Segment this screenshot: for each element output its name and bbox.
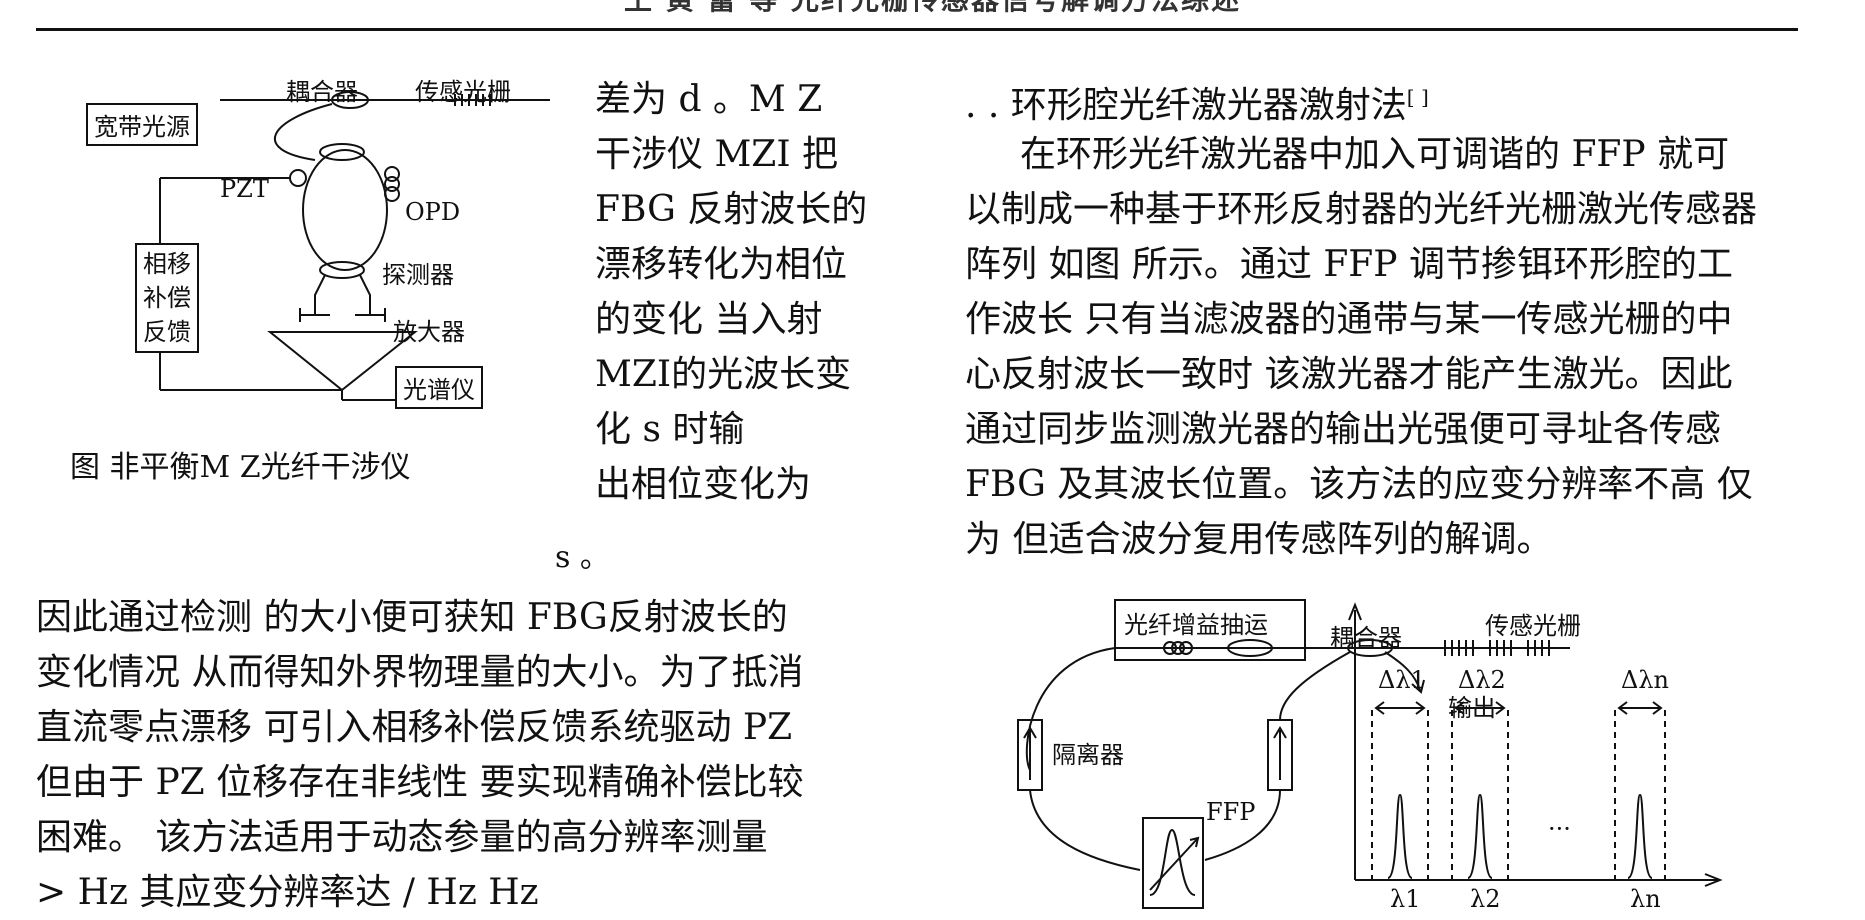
- formula-line: s 。: [555, 540, 610, 575]
- right-line-2: 以制成一种基于环形反射器的光纤光栅激光传感器: [965, 189, 1758, 230]
- body-line-4: 但由于 PZ 位移存在非线性 要实现精确补偿比较: [36, 762, 804, 803]
- right-line-6: 通过同步监测激光器的输出光强便可寻址各传感: [965, 409, 1722, 450]
- gain-fiber-label: 光纤增益抽运: [1124, 611, 1268, 639]
- broadband-source-box: 宽带光源: [86, 103, 198, 146]
- body-line-2: 变化情况 从而得知外界物理量的大小。为了抵消: [36, 652, 804, 693]
- phase-comp-line-3: 反馈: [143, 318, 191, 346]
- wrap-line-1: 差为 d 。M Z: [595, 79, 823, 120]
- body-line-3: 直流零点漂移 可引入相移补偿反馈系统驱动 PZ: [36, 707, 793, 748]
- phase-comp-line-1: 相移: [143, 250, 191, 278]
- phase-comp-line-2: 补偿: [143, 284, 191, 312]
- phase-compensation-box: 相移 补偿 反馈: [135, 243, 199, 353]
- ffp-label: FFP: [1206, 798, 1256, 826]
- right-line-1: 在环形光纤激光器中加入可调谐的 FFP 就可: [1020, 134, 1730, 175]
- figure-2-diagram: [1017, 599, 1723, 909]
- isolator-label: 隔离器: [1052, 741, 1124, 769]
- section-title-text: . . 环形腔光纤激光器激射法: [965, 85, 1407, 126]
- sensing-grating-label: 传感光栅: [415, 78, 511, 106]
- spectrometer-box: 光谱仪: [395, 366, 483, 409]
- body-line-5: 困难。 该方法适用于动态参量的高分辨率测量: [36, 817, 768, 858]
- figure-1-diagram: [159, 91, 550, 401]
- right-line-7: FBG 及其波长位置。该方法的应变分辨率不高 仅: [965, 464, 1753, 505]
- detector-label: 探测器: [382, 261, 454, 289]
- coupler-2-label: 耦合器: [1330, 624, 1402, 652]
- delta-lambda-n-label: Δλn: [1621, 666, 1669, 694]
- wrap-line-4: 漂移转化为相位: [595, 244, 848, 285]
- delta-lambda-2-label: Δλ2: [1458, 666, 1506, 694]
- wrap-line-6: MZI的光波长变: [595, 354, 852, 395]
- lambda-n-label: λn: [1630, 885, 1661, 913]
- ellipsis-label: ···: [1548, 815, 1571, 843]
- delta-lambda-1-label: Δλ1: [1378, 666, 1426, 694]
- body-line-1: 因此通过检测 的大小便可获知 FBG反射波长的: [36, 597, 788, 638]
- wrap-line-3: FBG 反射波长的: [595, 189, 868, 230]
- lambda-2-label: λ2: [1470, 885, 1501, 913]
- output-label: 输出: [1448, 694, 1496, 722]
- section-ref: [ ]: [1406, 85, 1429, 109]
- wrap-line-7: 化 s 时输: [595, 409, 745, 450]
- pzt-label: PZT: [220, 175, 269, 203]
- sensing-grating-2-label: 传感光栅: [1485, 612, 1581, 640]
- running-header: 王 黄 蕾 等 光纤光栅传感器信号解调方法综述: [0, 0, 1865, 18]
- wrap-line-8: 出相位变化为: [595, 464, 812, 505]
- amplifier-label: 放大器: [393, 318, 465, 346]
- right-line-8: 为 但适合波分复用传感阵列的解调。: [965, 519, 1553, 560]
- body-line-6: > Hz 其应变分辨率达 / Hz Hz: [36, 872, 539, 913]
- wrap-line-5: 的变化 当入射: [595, 299, 823, 340]
- section-title: . . 环形腔光纤激光器激射法[ ]: [965, 70, 1429, 133]
- right-line-5: 心反射波长一致时 该激光器才能产生激光。因此: [965, 354, 1733, 395]
- opd-label: OPD: [405, 198, 461, 226]
- figure-1-caption: 图 非平衡M Z光纤干涉仪: [70, 450, 411, 485]
- header-rule: [36, 28, 1798, 31]
- right-line-3: 阵列 如图 所示。通过 FFP 调节掺铒环形腔的工: [965, 244, 1733, 285]
- wrap-line-2: 干涉仪 MZI 把: [595, 134, 838, 175]
- right-line-4: 作波长 只有当滤波器的通带与某一传感光栅的中: [965, 299, 1733, 340]
- coupler-label: 耦合器: [286, 78, 358, 106]
- lambda-1-label: λ1: [1390, 885, 1421, 913]
